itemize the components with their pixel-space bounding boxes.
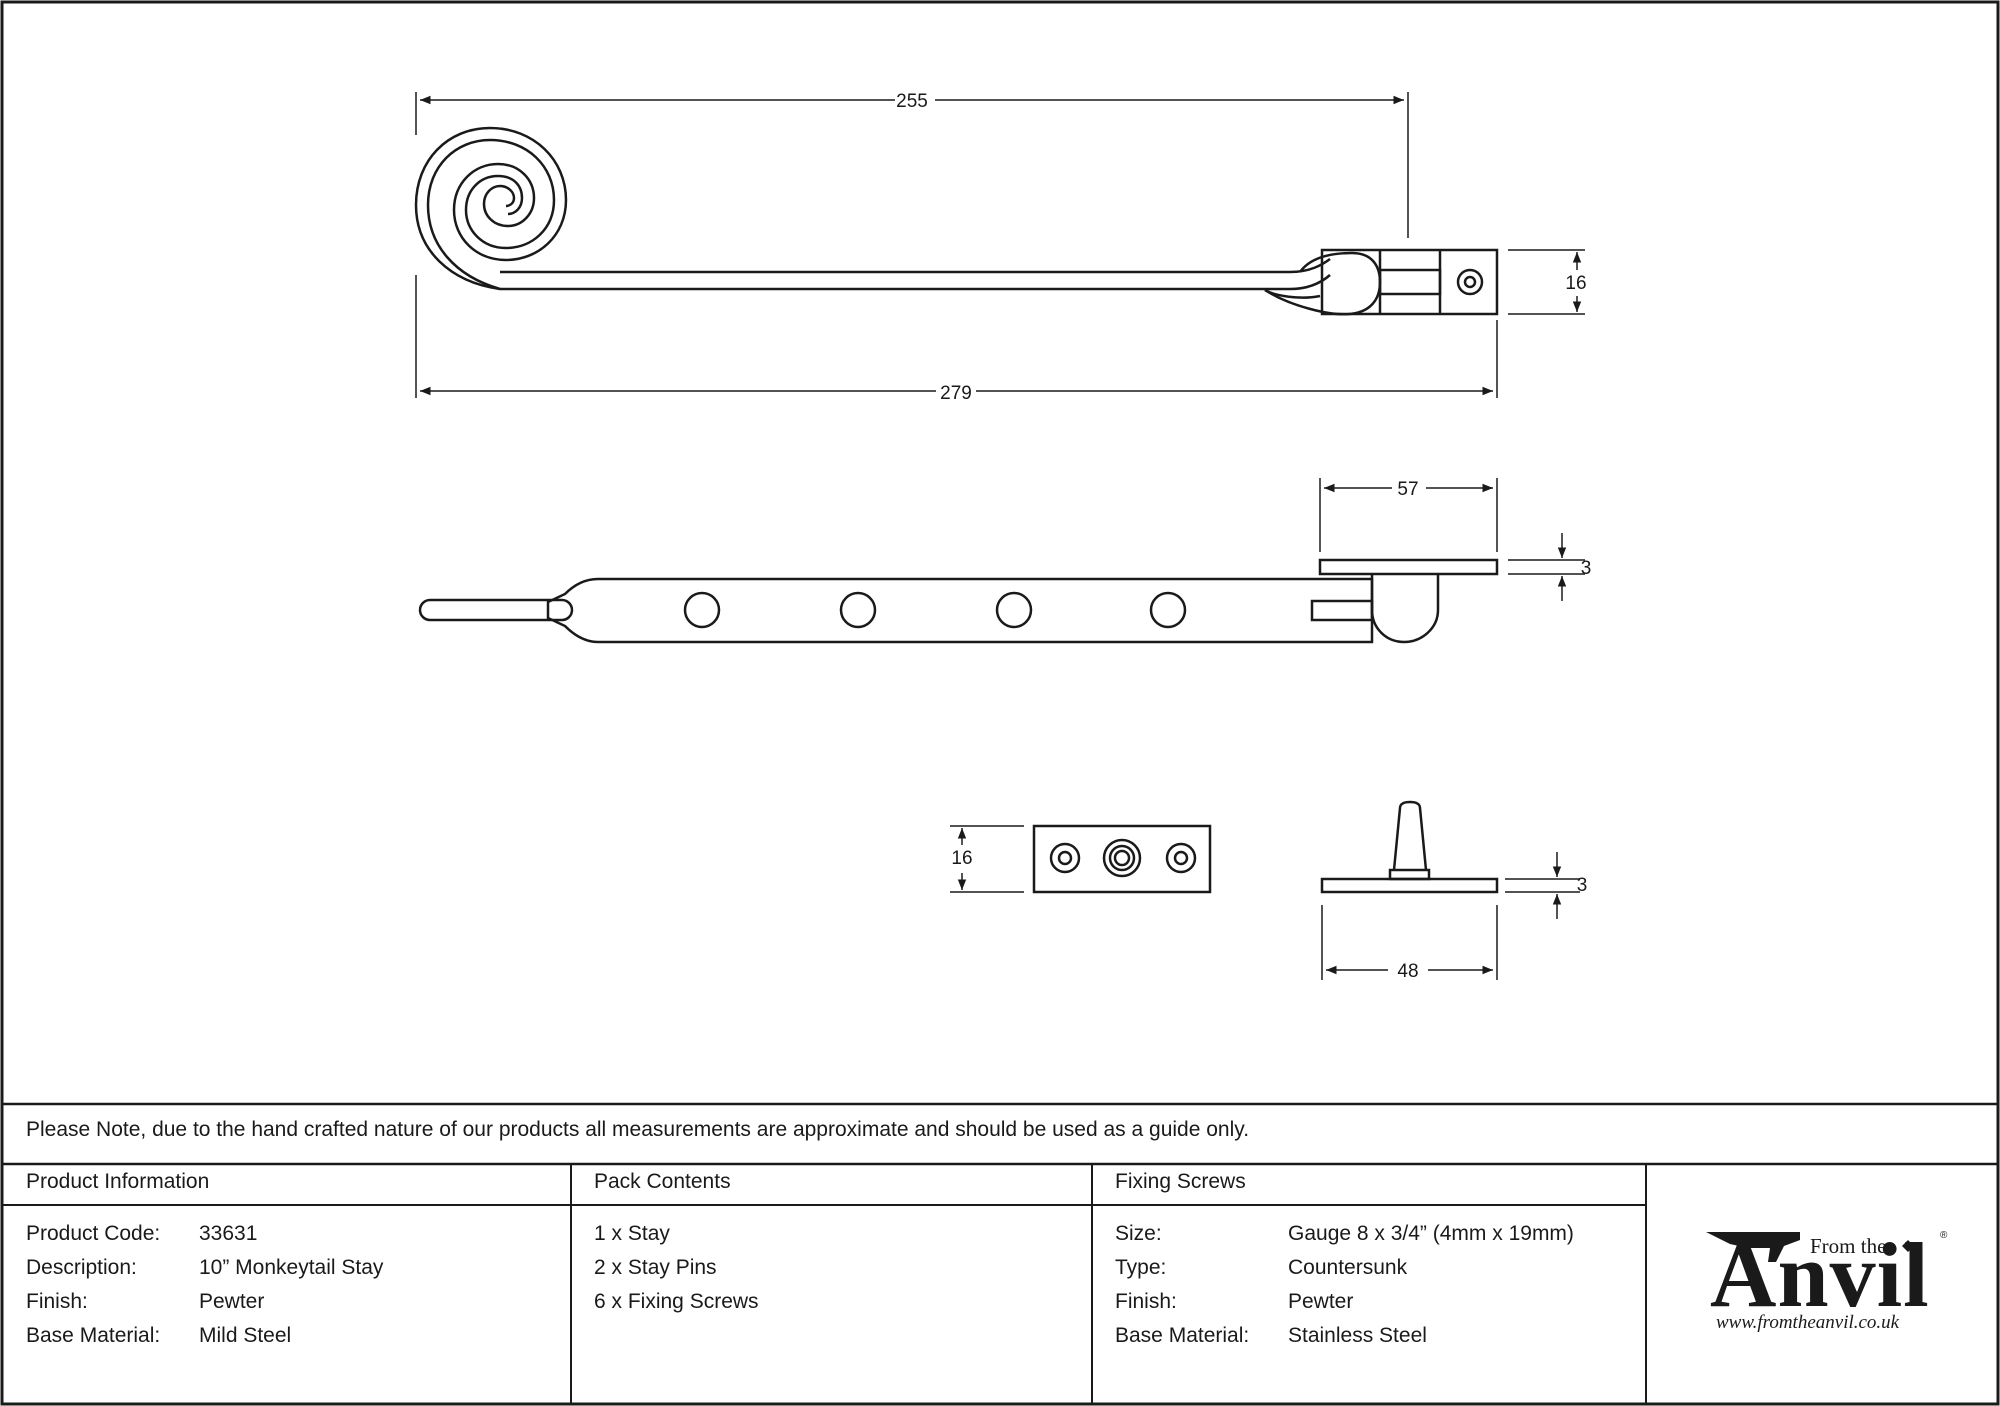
finish-value: Pewter xyxy=(199,1290,265,1313)
dim-side-plate-thickness: 3 xyxy=(1581,558,1592,579)
logo-brand: Anvil xyxy=(1710,1224,1930,1326)
diamond-icon xyxy=(1902,1240,1914,1252)
dim-side-bracket-width: 57 xyxy=(1397,479,1418,500)
pack-item: 1 x Stay xyxy=(594,1222,670,1245)
product-information-values: 33631 10” Monkeytail Stay Pewter Mild St… xyxy=(199,1222,383,1358)
side-hole-4 xyxy=(1149,591,1187,629)
monkeytail-spiral xyxy=(414,126,568,291)
base-material-label: Base Material: xyxy=(26,1324,161,1347)
pin-plate-screw-left-outer xyxy=(1049,842,1081,874)
bracket-screw-hole-inner xyxy=(1463,275,1477,289)
pack-item: 6 x Fixing Screws xyxy=(594,1290,759,1313)
screw-finish-label: Finish: xyxy=(1115,1290,1177,1313)
dim-pin-plate-thickness: 3 xyxy=(1577,875,1588,896)
side-hole-2 xyxy=(839,591,877,629)
pack-contents-heading: Pack Contents xyxy=(594,1170,731,1193)
product-information-labels: Product Code: Description: Finish: Base … xyxy=(26,1222,160,1358)
description-value: 10” Monkeytail Stay xyxy=(199,1256,384,1279)
logo-url: www.fromtheanvil.co.uk xyxy=(1716,1312,1900,1333)
pin-plate-screw-right-outer xyxy=(1165,842,1197,874)
side-bracket-plate xyxy=(1318,558,1499,576)
side-view-dimensions xyxy=(1319,478,1585,601)
pack-contents-list: 1 x Stay 2 x Stay Pins 6 x Fixing Screws xyxy=(594,1222,759,1324)
side-arm xyxy=(546,577,1374,644)
screw-base-material-label: Base Material: xyxy=(1115,1324,1250,1347)
product-code-label: Product Code: xyxy=(26,1222,161,1245)
dim-top-overall: 279 xyxy=(940,383,972,404)
pin-plate-outline xyxy=(1032,824,1212,894)
bracket-screw-hole-outer xyxy=(1456,268,1484,296)
side-hole-1 xyxy=(683,591,721,629)
anvil-icon xyxy=(1706,1232,1800,1262)
product-code-value: 33631 xyxy=(199,1222,258,1245)
screw-type-label: Type: xyxy=(1115,1256,1167,1279)
description-label: Description: xyxy=(26,1256,137,1279)
base-material-value: Mild Steel xyxy=(199,1324,292,1347)
side-pin-slot xyxy=(1310,599,1374,622)
pin-plate-side-dimensions xyxy=(1321,852,1580,980)
finish-label: Finish: xyxy=(26,1290,88,1313)
logo-registered-mark: ® xyxy=(1940,1230,1948,1241)
logo-from-the: From the xyxy=(1810,1234,1887,1258)
dim-plate-height: 16 xyxy=(951,848,972,869)
fixing-screws-heading: Fixing Screws xyxy=(1115,1170,1246,1193)
screw-base-material-value: Stainless Steel xyxy=(1288,1324,1427,1347)
side-handle xyxy=(418,598,574,622)
pin-plate-side-view xyxy=(1320,800,1499,894)
dim-top-height: 16 xyxy=(1565,273,1586,294)
pin-plate-top-view xyxy=(1032,824,1212,894)
side-hole-3 xyxy=(995,591,1033,629)
dim-pin-plate-width: 48 xyxy=(1397,961,1418,982)
fixing-screws-values: Gauge 8 x 3/4” (4mm x 19mm) Countersunk … xyxy=(1288,1222,1574,1358)
screw-size-value: Gauge 8 x 3/4” (4mm x 19mm) xyxy=(1288,1222,1574,1245)
top-view xyxy=(414,126,1499,316)
pin-plate-top-dimensions xyxy=(950,825,1024,893)
pin-side-plate xyxy=(1320,877,1499,894)
screw-size-label: Size: xyxy=(1115,1222,1162,1245)
pack-item: 2 x Stay Pins xyxy=(594,1256,717,1279)
stay-arm xyxy=(500,257,1331,291)
fixing-screws-labels: Size: Type: Finish: Base Material: xyxy=(1115,1222,1249,1358)
screw-type-value: Countersunk xyxy=(1288,1256,1408,1279)
disclaimer-note: Please Note, due to the hand crafted nat… xyxy=(26,1118,1250,1141)
product-information-heading: Product Information xyxy=(26,1170,210,1193)
side-bracket-hook xyxy=(1370,574,1440,644)
pin-side-post xyxy=(1392,800,1428,871)
stay-bracket xyxy=(1320,248,1499,316)
pin-plate-pin-outer xyxy=(1102,838,1142,878)
screw-finish-value: Pewter xyxy=(1288,1290,1354,1313)
dim-top-overall-inner: 255 xyxy=(896,91,928,112)
top-view-dimensions xyxy=(415,92,1585,398)
side-view xyxy=(418,558,1499,644)
